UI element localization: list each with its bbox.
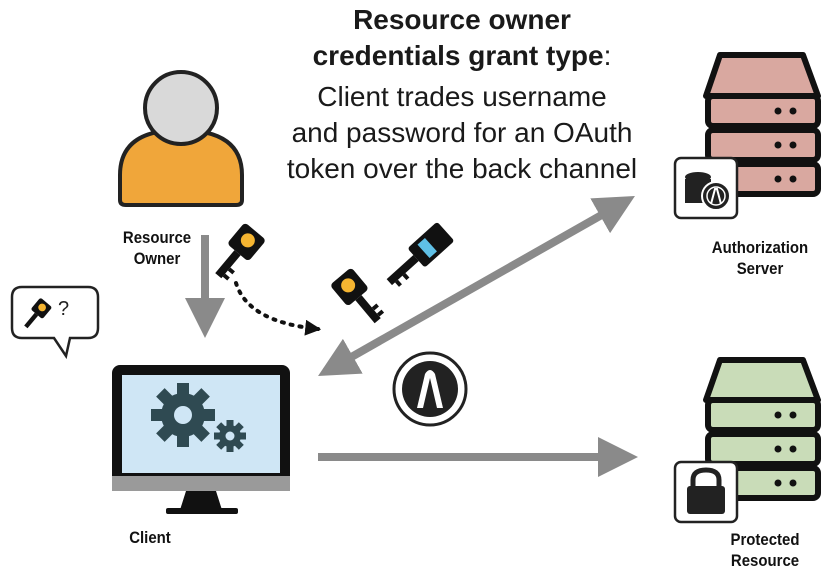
title-line-5: token over the back channel: [286, 153, 638, 184]
authorization-server-label-line2: Server: [736, 259, 784, 278]
title-line-3: Client trades username: [317, 81, 607, 112]
resource-owner-label-line1: Resource: [122, 228, 192, 247]
database-icon: [673, 156, 739, 220]
title-line-2: credentials grant type:: [262, 38, 662, 79]
gears-icon: [151, 383, 246, 452]
protected-resource-label-line2: Resource: [730, 551, 800, 570]
key-icon: [386, 222, 454, 287]
authorization-server-label: Authorization Server: [698, 237, 821, 279]
title-line-1: Resource owner: [353, 4, 571, 35]
title-line-4: and password for an OAuth: [291, 117, 633, 148]
token-icon: [392, 351, 468, 427]
resource-owner-label-line2: Owner: [133, 249, 181, 268]
speech-bubble-icon: [10, 285, 100, 360]
title-line-2-colon: :: [603, 40, 612, 71]
speech-bubble-text: ?: [58, 298, 70, 320]
client-auth-server-arrow: [318, 196, 635, 376]
dotted-arrow: [234, 281, 322, 336]
person-icon: [118, 70, 244, 207]
resource-owner-label: Resource Owner: [109, 227, 206, 269]
client-label-text: Client: [129, 528, 171, 547]
key-icon: [331, 268, 385, 324]
authorization-server-label-line1: Authorization: [711, 238, 809, 257]
client-label: Client: [115, 527, 185, 548]
title-line-2-bold: credentials grant type: [312, 40, 604, 71]
key-icon: [215, 223, 265, 281]
diagram-title: Resource owner credentials grant type: C…: [262, 2, 662, 187]
lock-icon: [673, 460, 739, 524]
protected-resource-label-line1: Protected: [730, 530, 800, 549]
protected-resource-label: Protected Resource: [712, 529, 818, 571]
